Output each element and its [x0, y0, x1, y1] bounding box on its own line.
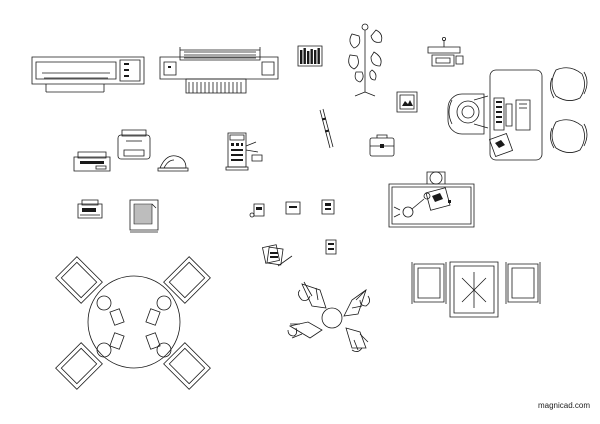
printer-icon	[74, 130, 188, 171]
briefcase-icon	[370, 135, 394, 156]
wide-printer-icon	[160, 47, 278, 93]
picture-frame-icon	[397, 92, 417, 112]
papers-icon	[262, 245, 292, 266]
coat-stand-icon	[349, 24, 382, 96]
desk-icon	[389, 172, 474, 227]
plotter-icon	[32, 57, 144, 92]
paper-tray-icon	[130, 200, 158, 232]
binders-icon	[298, 46, 322, 66]
desk-phone-icon	[428, 37, 463, 66]
lounge-set-icon	[412, 262, 540, 317]
shelf-icon	[320, 109, 333, 148]
chair-cluster-icon	[288, 282, 370, 352]
copier-icon	[226, 133, 262, 170]
telephone-icon	[250, 200, 336, 254]
watermark-text: magnicad.com	[537, 401, 590, 410]
round-table-icon	[56, 257, 211, 390]
fax-icon	[78, 200, 102, 218]
workstation-icon	[448, 68, 587, 160]
